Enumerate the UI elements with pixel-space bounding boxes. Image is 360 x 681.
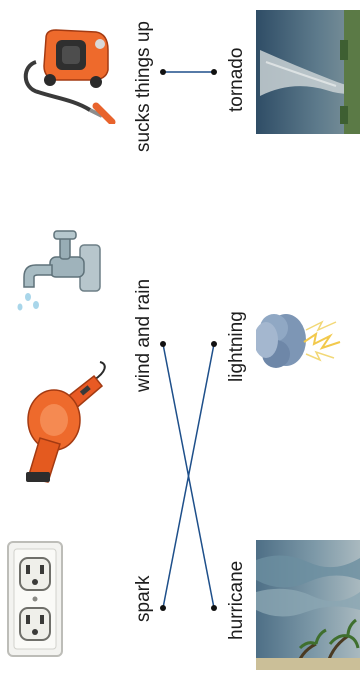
label-tornado: tornado [226, 48, 248, 112]
match-line-spark-lightning [163, 344, 214, 608]
faucet-image [10, 225, 110, 313]
label-hurricane: hurricane [226, 561, 248, 640]
hair-dryer-image [14, 360, 110, 490]
label-lightning: lightning [226, 311, 248, 382]
dot-wind-and-rain[interactable] [160, 341, 166, 347]
label-wind-and-rain: wind and rain [133, 279, 155, 392]
dot-lightning[interactable] [211, 341, 217, 347]
match-line-wind-hurricane [163, 344, 214, 608]
vacuum-cleaner-image [16, 26, 116, 124]
label-spark: spark [133, 576, 155, 622]
dot-hurricane[interactable] [211, 605, 217, 611]
outlet-image [6, 540, 64, 658]
dot-tornado[interactable] [211, 69, 217, 75]
dot-sucks-things-up[interactable] [160, 69, 166, 75]
tornado-image [256, 10, 360, 134]
label-sucks-things-up: sucks things up [133, 21, 155, 152]
lightning-image [256, 300, 360, 380]
hurricane-image [256, 540, 360, 670]
dot-spark[interactable] [160, 605, 166, 611]
